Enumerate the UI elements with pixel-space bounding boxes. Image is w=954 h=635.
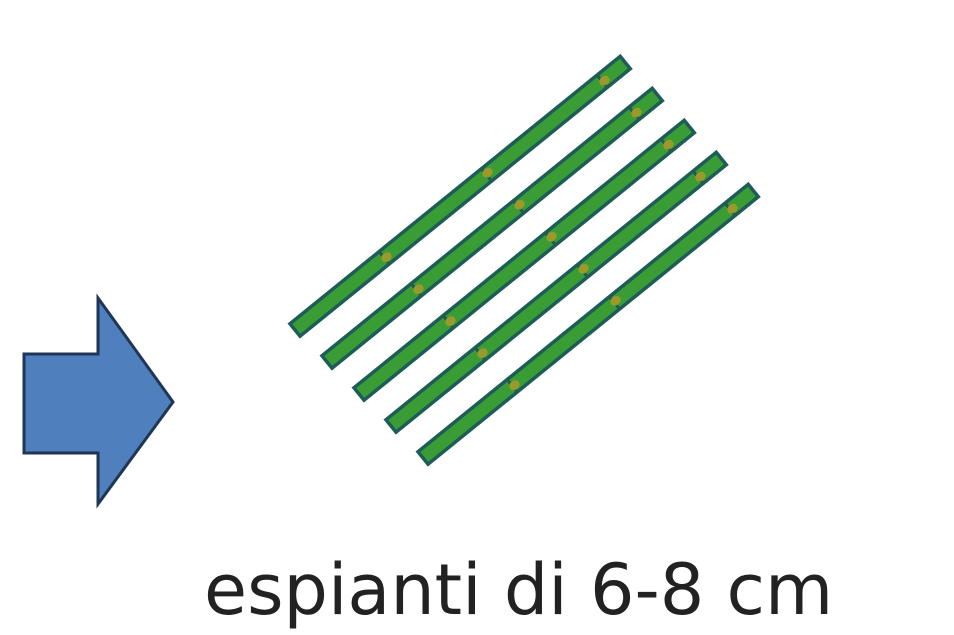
- axillary-bud: [578, 263, 589, 274]
- stem-body: [287, 53, 633, 339]
- stem-body: [415, 181, 761, 467]
- caption: espianti di 6-8 cm: [204, 549, 834, 631]
- stem-body: [319, 85, 665, 371]
- explant-segment: [287, 53, 633, 339]
- axillary-bud: [413, 284, 424, 295]
- axillary-bud: [514, 199, 525, 210]
- axillary-bud: [599, 75, 610, 86]
- axillary-bud: [631, 107, 642, 118]
- stem-body: [383, 149, 729, 435]
- axillary-bud: [727, 203, 738, 214]
- explant-segment: [319, 85, 665, 371]
- axillary-bud: [695, 171, 706, 182]
- axillary-bud: [381, 252, 392, 263]
- axillary-bud: [610, 295, 621, 306]
- axillary-bud: [663, 139, 674, 150]
- explant-segment: [351, 117, 697, 403]
- explant-segment: [383, 149, 729, 435]
- axillary-bud: [445, 316, 456, 327]
- right-arrow-icon: [22, 293, 175, 509]
- axillary-bud: [482, 167, 493, 178]
- explant-group: [287, 53, 761, 467]
- axillary-bud: [546, 231, 557, 242]
- axillary-bud: [509, 380, 520, 391]
- stem-body: [351, 117, 697, 403]
- axillary-bud: [477, 348, 488, 359]
- explant-segment: [415, 181, 761, 467]
